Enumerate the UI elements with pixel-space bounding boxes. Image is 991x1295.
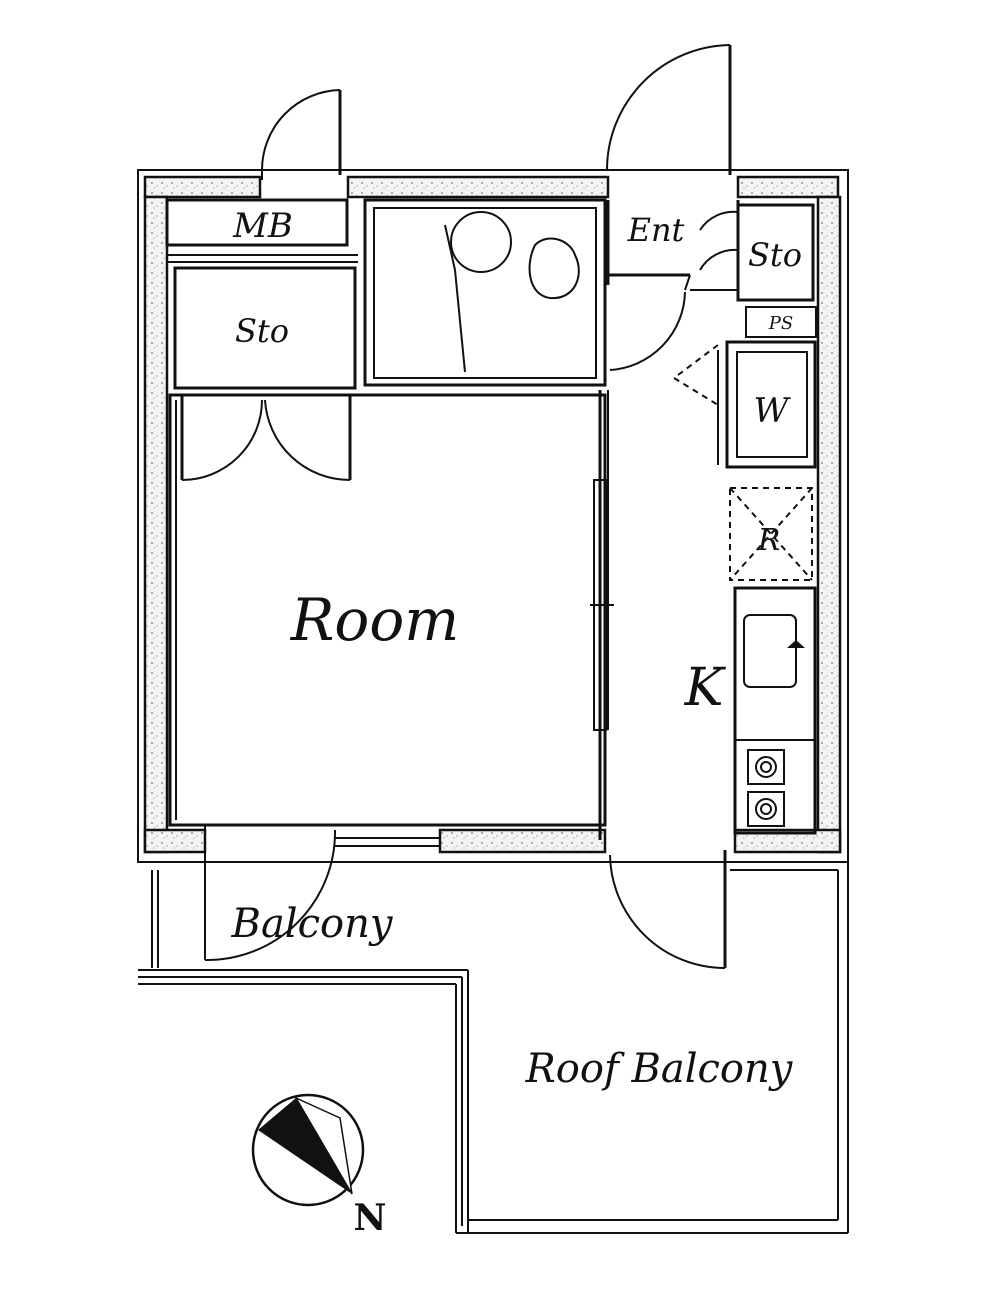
label-roof-balcony: Roof Balcony — [525, 1046, 794, 1092]
label-sto-right: Sto — [748, 236, 802, 274]
compass-icon — [251, 1093, 365, 1207]
label-sto-left: Sto — [235, 312, 289, 350]
interior-walls — [165, 198, 817, 840]
label-w: W — [754, 391, 792, 431]
label-ent: Ent — [627, 211, 685, 249]
label-r: R — [757, 523, 781, 558]
label-balcony: Balcony — [231, 901, 394, 947]
label-mb: MB — [232, 206, 293, 246]
label-room: Room — [290, 586, 460, 654]
compass-north-label: N — [354, 1197, 387, 1239]
label-ps: PS — [768, 313, 793, 334]
doors — [180, 44, 739, 969]
label-k: K — [684, 658, 727, 718]
exterior-walls — [137, 169, 849, 863]
balcony-outline — [138, 862, 849, 1234]
